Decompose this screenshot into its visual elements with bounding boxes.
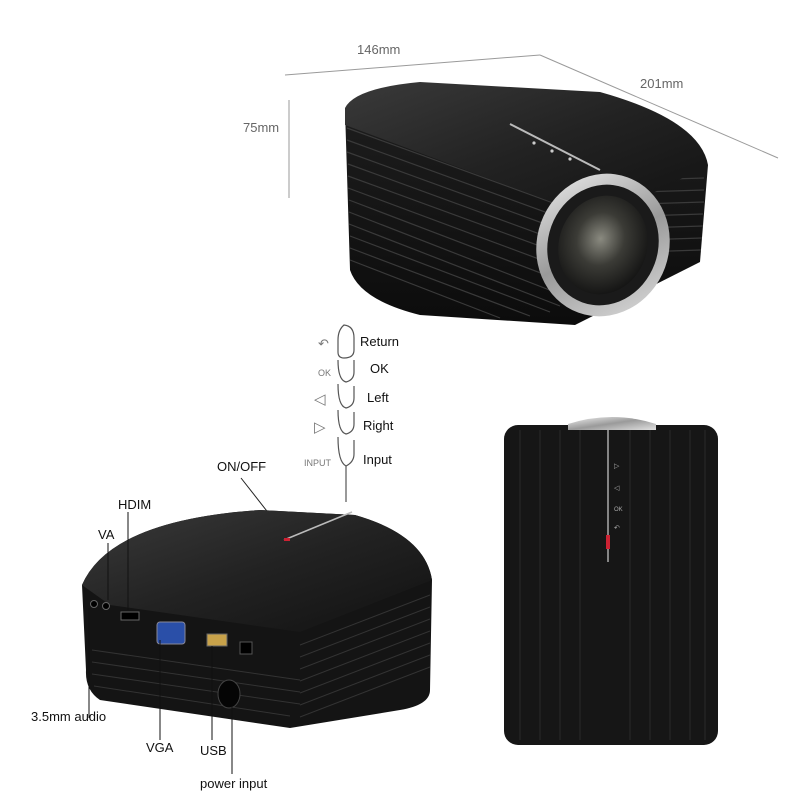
va-label: VA	[98, 527, 115, 542]
on-off-label: ON/OFF	[217, 459, 267, 474]
audio-jack-icon	[90, 600, 98, 608]
dimension-lines	[284, 54, 779, 198]
dim-height-label: 75mm	[243, 120, 280, 135]
button-label-input: Input	[363, 452, 392, 467]
button-label-right: Right	[363, 418, 394, 433]
power-input-label: power input	[200, 776, 268, 791]
va-jack-icon	[102, 602, 110, 610]
button-label-ok: OK	[370, 361, 389, 376]
lens	[536, 173, 670, 317]
projector-top-down-view: ▷ ◁ OK ↶	[504, 417, 718, 745]
button-label-left: Left	[367, 390, 389, 405]
usb-label: USB	[200, 743, 227, 758]
projector-rear-view	[82, 510, 432, 728]
vga-label: VGA	[146, 740, 174, 755]
dim-width-label: 146mm	[357, 42, 401, 57]
ok-icon: OK	[318, 368, 332, 378]
hdmi-label: HDIM	[118, 497, 152, 512]
svg-text:▷: ▷	[614, 463, 620, 470]
hdmi-port-icon	[120, 611, 140, 621]
audio-label: 3.5mm audio	[31, 709, 107, 724]
input-icon: INPUT	[304, 458, 331, 468]
svg-text:◁: ◁	[614, 485, 620, 492]
power-port-icon	[217, 679, 241, 709]
dim-depth-label: 201mm	[640, 76, 684, 91]
usb-port-icon	[206, 633, 228, 647]
svg-text:OK: OK	[614, 507, 623, 513]
button-label-return: Return	[360, 334, 400, 349]
return-icon: ↶	[318, 336, 329, 351]
svg-text:↶: ↶	[614, 525, 620, 532]
port-label-lines	[88, 512, 233, 774]
projector-top-view	[345, 82, 708, 325]
button-strip-diagram	[337, 324, 355, 502]
right-icon: ▷	[314, 419, 326, 436]
left-icon: ◁	[314, 391, 326, 408]
vga-port-icon	[156, 621, 186, 645]
